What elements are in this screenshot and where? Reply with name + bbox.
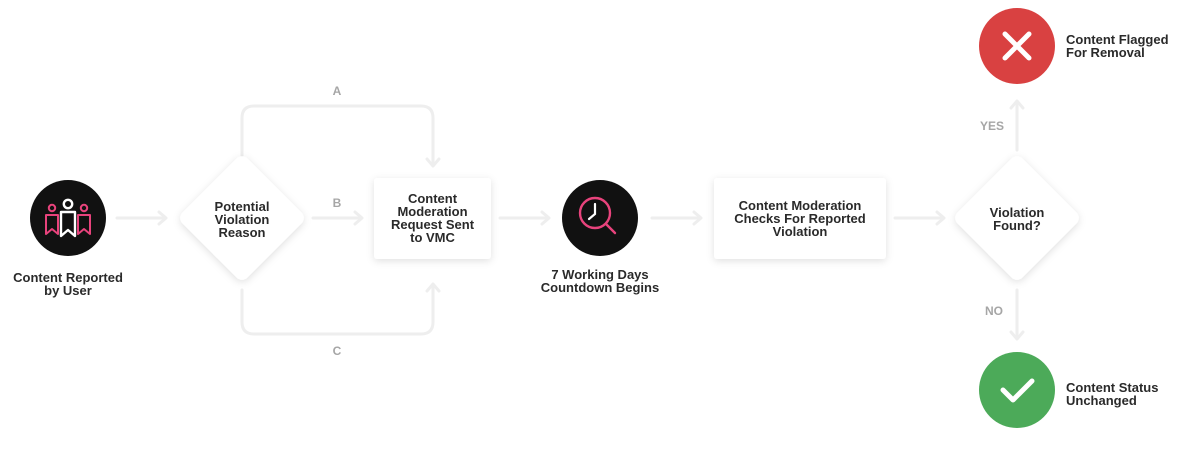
arrowhead-countdown: [540, 210, 551, 226]
moderation-request-label: Content Moderation Request Sent to VMC: [390, 191, 475, 245]
content-reported-node: [30, 180, 106, 256]
arrowhead-decision: [935, 210, 946, 226]
potential-violation-label: Potential Violation Reason: [214, 199, 270, 240]
countdown-label: 7 Working Days Countdown Begins: [540, 267, 660, 295]
branch-yes-label: YES: [979, 119, 1004, 133]
arrowhead-b: [353, 210, 364, 226]
branch-c-label: C: [332, 344, 342, 358]
content-reported-label: Content Reported by User: [13, 270, 123, 298]
unchanged-node: [979, 352, 1055, 428]
countdown-node: [562, 180, 638, 256]
arrowhead-reason: [157, 210, 168, 226]
violation-found-diamond: [955, 156, 1079, 280]
branch-b-label: B: [332, 196, 342, 210]
arrowhead-a: [425, 157, 441, 168]
arrowhead-yes: [1009, 99, 1025, 110]
moderation-request-box: [374, 178, 491, 259]
clock-search-icon: [578, 196, 617, 235]
check-icon: [1000, 378, 1035, 403]
arrowhead-checks: [692, 210, 703, 226]
arrowhead-c: [425, 282, 441, 293]
arrowhead-no: [1009, 330, 1025, 341]
moderation-checks-label: Content Moderation Checks For Reported V…: [734, 198, 866, 239]
branch-no-label: NO: [985, 304, 1003, 318]
potential-violation-diamond: [180, 156, 304, 280]
flagged-label: Content Flagged For Removal: [1066, 32, 1169, 60]
connector-branch-c: [240, 283, 435, 336]
violation-found-label: Violation Found?: [989, 205, 1045, 233]
branch-a-label: A: [332, 84, 342, 98]
users-icon: [45, 198, 91, 238]
unchanged-label: Content Status Unchanged: [1066, 380, 1159, 408]
connector-branch-a: [240, 104, 435, 167]
x-icon: [1002, 31, 1032, 61]
flagged-node: [979, 8, 1055, 84]
moderation-checks-box: [714, 178, 886, 259]
